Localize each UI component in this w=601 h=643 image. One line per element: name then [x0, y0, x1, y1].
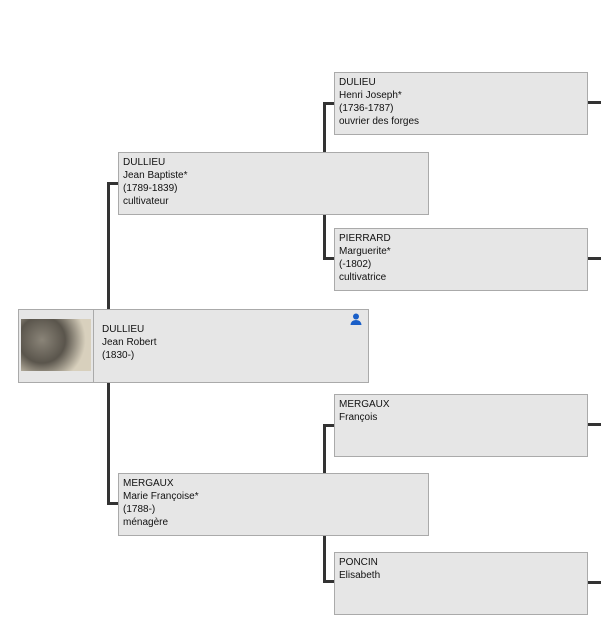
connector [107, 182, 110, 309]
given-name: François [339, 412, 378, 423]
dates: (1830-) [102, 350, 135, 361]
person-box-maternal-grandfather[interactable]: MERGAUX François [334, 394, 588, 457]
surname: MERGAUX [339, 399, 390, 410]
given-name: Marie Françoise* [123, 491, 199, 502]
occupation: cultivateur [123, 196, 169, 207]
occupation: cultivatrice [339, 272, 387, 283]
person-photo [19, 310, 94, 382]
connector [323, 535, 326, 583]
connector [587, 101, 601, 104]
connector [323, 214, 326, 260]
surname: DULLIEU [123, 157, 166, 168]
person-icon[interactable] [350, 313, 362, 325]
connector [323, 102, 334, 105]
given-name: Henri Joseph* [339, 90, 402, 101]
surname: MERGAUX [123, 478, 174, 489]
surname: PONCIN [339, 557, 378, 568]
given-name: Elisabeth [339, 570, 381, 581]
person-box-maternal-grandmother[interactable]: PONCIN Elisabeth [334, 552, 588, 615]
person-box-father[interactable]: DULLIEU Jean Baptiste* (1789-1839) culti… [118, 152, 429, 215]
person-box-mother[interactable]: MERGAUX Marie Françoise* (1788-) ménagèr… [118, 473, 429, 536]
dates: (1736-1787) [339, 103, 394, 114]
given-name: Jean Baptiste* [123, 170, 188, 181]
connector [587, 423, 601, 426]
connector [323, 257, 334, 260]
connector [323, 580, 334, 583]
connector [323, 424, 334, 427]
connector [107, 182, 118, 185]
given-name: Marguerite* [339, 246, 391, 257]
connector [587, 581, 601, 584]
dates: (1789-1839) [123, 183, 178, 194]
dates: (1788-) [123, 504, 156, 515]
connector [587, 257, 601, 260]
given-name: Jean Robert [102, 337, 157, 348]
surname: DULLIEU [102, 324, 145, 335]
connector [107, 502, 118, 505]
surname: DULIEU [339, 77, 376, 88]
person-box-root[interactable]: DULLIEU Jean Robert (1830-) [18, 309, 369, 383]
occupation: ménagère [123, 517, 169, 528]
dates: (-1802) [339, 259, 372, 270]
connector [107, 382, 110, 505]
occupation: ouvrier des forges [339, 116, 420, 127]
surname: PIERRARD [339, 233, 391, 244]
connector [323, 424, 326, 473]
person-box-paternal-grandfather[interactable]: DULIEU Henri Joseph* (1736-1787) ouvrier… [334, 72, 588, 135]
connector [323, 102, 326, 152]
person-box-paternal-grandmother[interactable]: PIERRARD Marguerite* (-1802) cultivatric… [334, 228, 588, 291]
